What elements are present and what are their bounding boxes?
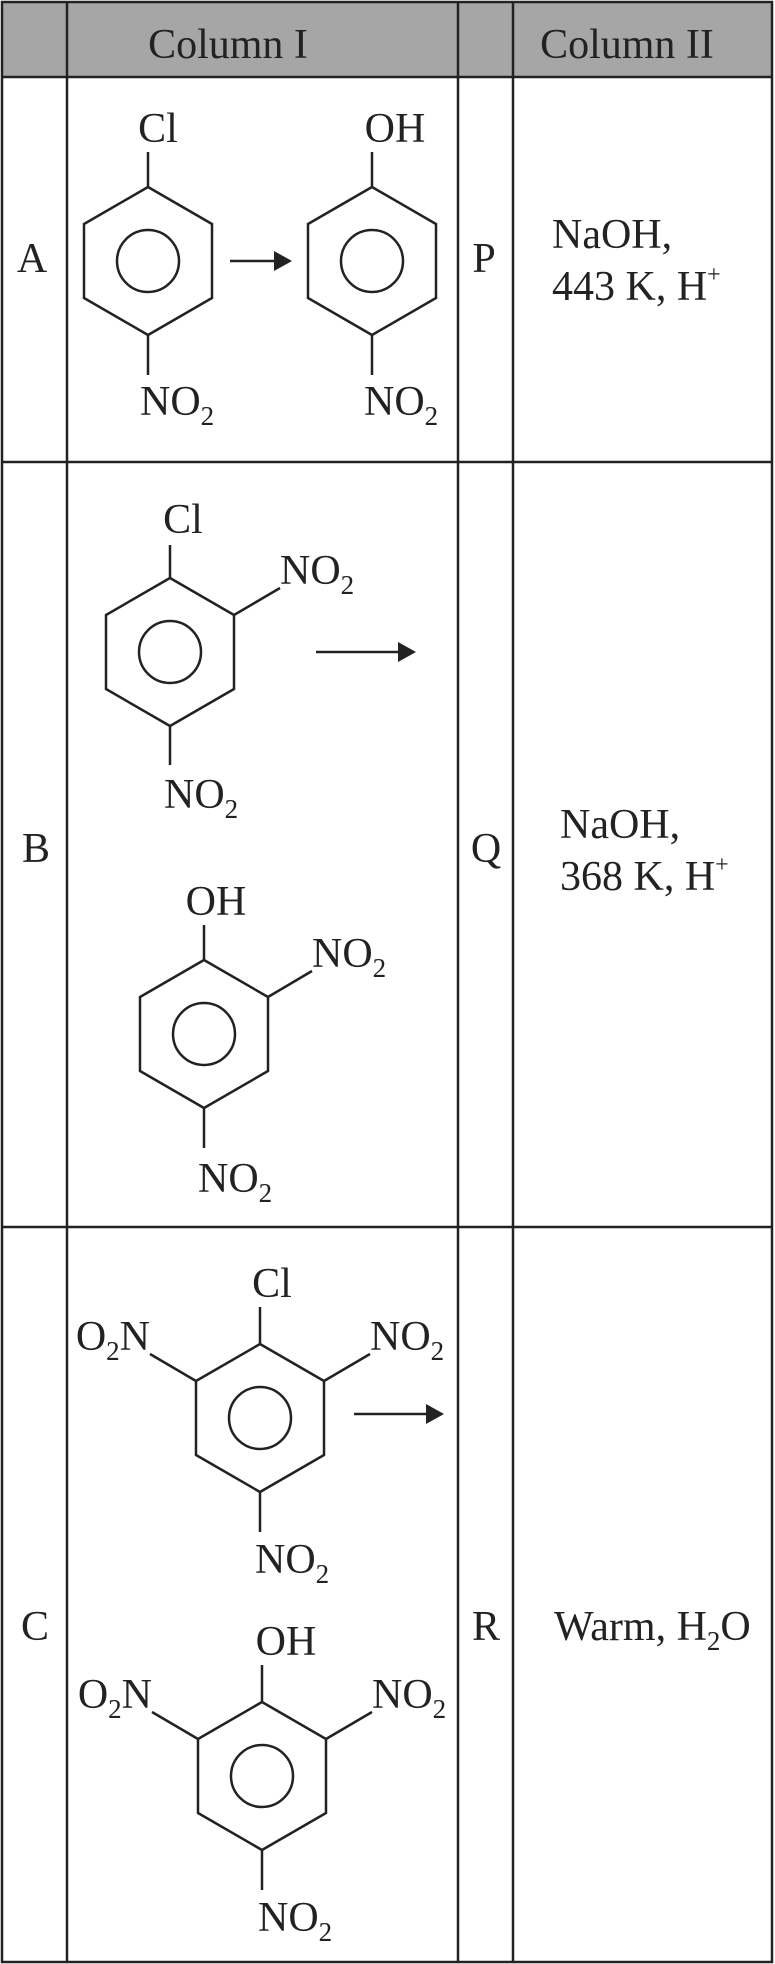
condition-line-1: NaOH,	[560, 802, 680, 848]
option-label-r: R	[472, 1604, 500, 1650]
benzene-ring-icon	[138, 958, 270, 1110]
condition-line-1: Warm, H2O	[554, 1604, 751, 1656]
column-2-header: Column II	[540, 22, 714, 68]
condition-line-2: 368 K, H+	[560, 852, 729, 900]
substituent-label: OH	[256, 1619, 317, 1665]
row-label-c: C	[21, 1604, 49, 1650]
substituent-label: NO2	[164, 772, 238, 824]
header-background	[1, 1, 773, 77]
substituent-label: O2N	[76, 1314, 150, 1366]
row-c-conditions: Warm, H2O	[554, 1604, 751, 1656]
reaction-arrow-icon	[230, 251, 292, 271]
reaction-arrow-icon	[354, 1404, 444, 1424]
row-a-product: OH NO2	[306, 106, 438, 431]
reaction-arrow-icon	[316, 642, 416, 662]
condition-line-1: NaOH,	[552, 212, 672, 258]
substituent-label: NO2	[312, 931, 386, 983]
substituent-label: NO2	[258, 1895, 332, 1947]
row-b-conditions: NaOH, 368 K, H+	[560, 802, 729, 900]
row-b-reactant: Cl NO2 NO2	[104, 497, 354, 824]
benzene-ring-icon	[82, 185, 214, 337]
benzene-ring-icon	[194, 1342, 326, 1494]
row-b-product: OH NO2 NO2	[138, 879, 386, 1208]
substituent-label: OH	[186, 879, 247, 925]
substituent-label: NO2	[364, 379, 438, 431]
condition-line-2: 443 K, H+	[552, 262, 721, 310]
substituent-label: NO2	[198, 1156, 272, 1208]
substituent-label: NO2	[372, 1672, 446, 1724]
substituent-label: NO2	[255, 1537, 329, 1589]
option-label-q: Q	[471, 826, 501, 872]
option-label-p: P	[472, 236, 495, 282]
row-c-reactant: Cl O2N NO2 NO2	[76, 1261, 444, 1589]
benzene-ring-icon	[196, 1700, 328, 1852]
benzene-ring-icon	[104, 576, 236, 728]
substituent-label: NO2	[140, 379, 214, 431]
row-label-a: A	[17, 236, 48, 282]
substituent-label: OH	[365, 106, 426, 152]
row-label-b: B	[22, 826, 50, 872]
substituent-label: O2N	[78, 1672, 152, 1724]
row-a-reactant: Cl NO2	[82, 106, 214, 431]
column-1-header: Column I	[148, 22, 308, 68]
substituent-label: NO2	[370, 1314, 444, 1366]
substituent-label: Cl	[252, 1261, 292, 1307]
substituent-label: NO2	[280, 548, 354, 600]
row-a-conditions: NaOH, 443 K, H+	[552, 212, 721, 310]
benzene-ring-icon	[306, 185, 438, 337]
substituent-label: Cl	[138, 106, 178, 152]
substituent-label: Cl	[163, 497, 203, 543]
row-c-product: OH O2N NO2 NO2	[78, 1619, 446, 1947]
